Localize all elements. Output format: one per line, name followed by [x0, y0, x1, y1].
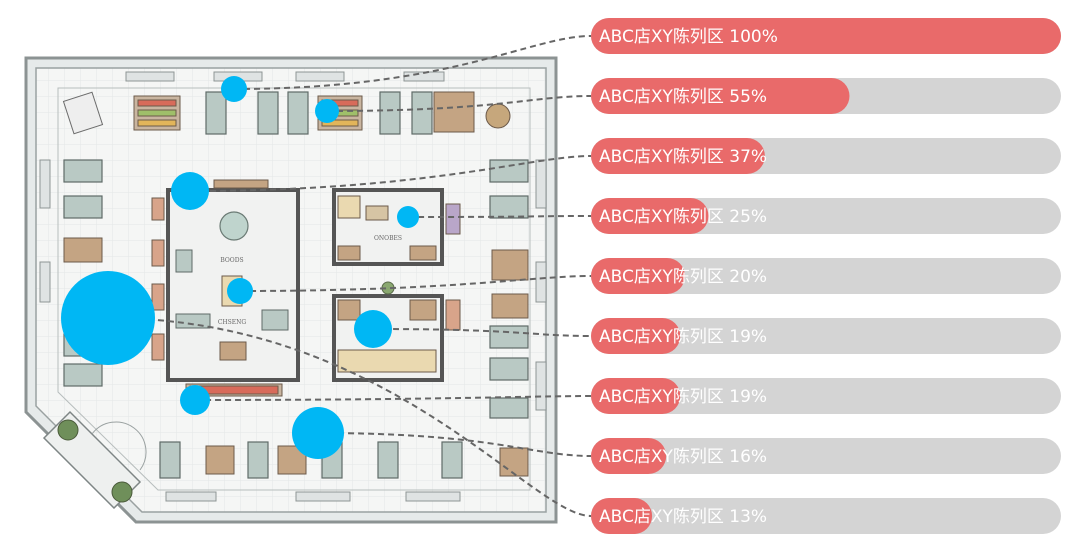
- bar-track: [591, 378, 1061, 414]
- heat-bubble: [397, 206, 419, 228]
- heat-bubble: [61, 271, 155, 365]
- room-label-boods: BOODS: [220, 257, 243, 264]
- produce-racks-top: [133, 95, 363, 131]
- entrance: [42, 410, 147, 510]
- connector-line: [317, 432, 592, 457]
- connector-line: [107, 317, 592, 517]
- mat-top-left: [62, 91, 104, 135]
- shelves-right: [489, 159, 529, 419]
- heat-bubble: [354, 310, 392, 348]
- room-label-chseng: CHSENG: [218, 319, 247, 326]
- connector-line: [239, 275, 592, 292]
- room-right-top: ONOBES: [332, 188, 444, 266]
- bar-track: [591, 438, 1061, 474]
- bar-fill: [591, 438, 667, 474]
- right-rooms-side-racks: [445, 203, 461, 331]
- floor-plan: BOODS CHSENG ONOBES: [24, 56, 558, 524]
- connector-lines: [107, 35, 592, 517]
- bar-track: [591, 258, 1061, 294]
- bar-label: ABC店XY陈列区 20%: [599, 267, 767, 287]
- wood-counters-right: [491, 249, 529, 319]
- bar-label: ABC店XY陈列区 55%: [599, 87, 767, 107]
- bar-fill: [591, 78, 850, 114]
- bar-label: ABC店XY陈列区 19%: [599, 327, 767, 347]
- tables-bottom: [205, 445, 529, 477]
- wood-counter-left: [63, 237, 103, 263]
- bar-label: ABC店XY陈列区 25%: [599, 207, 767, 227]
- bar-fill: [591, 18, 1061, 54]
- heat-bubble: [292, 407, 344, 459]
- connector-line: [407, 215, 592, 218]
- bar-label: ABC店XY陈列区 100%: [599, 27, 778, 47]
- bar-fill: [591, 378, 681, 414]
- bar-track: [591, 498, 1061, 534]
- wood-counter: [433, 91, 475, 133]
- bar-label: ABC店XY陈列区 16%: [599, 447, 767, 467]
- bar-fill: [591, 198, 709, 234]
- heat-bubble: [171, 172, 209, 210]
- bar-fill: [591, 258, 685, 294]
- bar-label: ABC店XY陈列区 37%: [599, 147, 767, 167]
- heat-bubbles: [61, 76, 419, 459]
- connector-line: [326, 95, 592, 112]
- shelves-top: [205, 91, 433, 135]
- bar-fill: [591, 498, 653, 534]
- central-room-side-racks: [151, 179, 283, 397]
- bar-chart: ABC店XY陈列区 100% ABC店XY陈列区 55% ABC店XY陈列区 37%…: [591, 18, 1061, 534]
- connector-line: [194, 395, 592, 401]
- connector-line: [372, 328, 592, 337]
- bar-fill: [591, 138, 765, 174]
- heat-bubble: [315, 99, 339, 123]
- room-label-onobes: ONOBES: [374, 235, 402, 242]
- bar-label: ABC店XY陈列区 13%: [599, 507, 767, 527]
- heat-bubble: [227, 278, 253, 304]
- table-top-right: [485, 103, 511, 129]
- bar-label: ABC店XY陈列区 19%: [599, 387, 767, 407]
- bar-fill: [591, 318, 681, 354]
- bar-track: [591, 318, 1061, 354]
- heat-bubble: [180, 385, 210, 415]
- bar-track: [591, 198, 1061, 234]
- heat-bubble: [221, 76, 247, 102]
